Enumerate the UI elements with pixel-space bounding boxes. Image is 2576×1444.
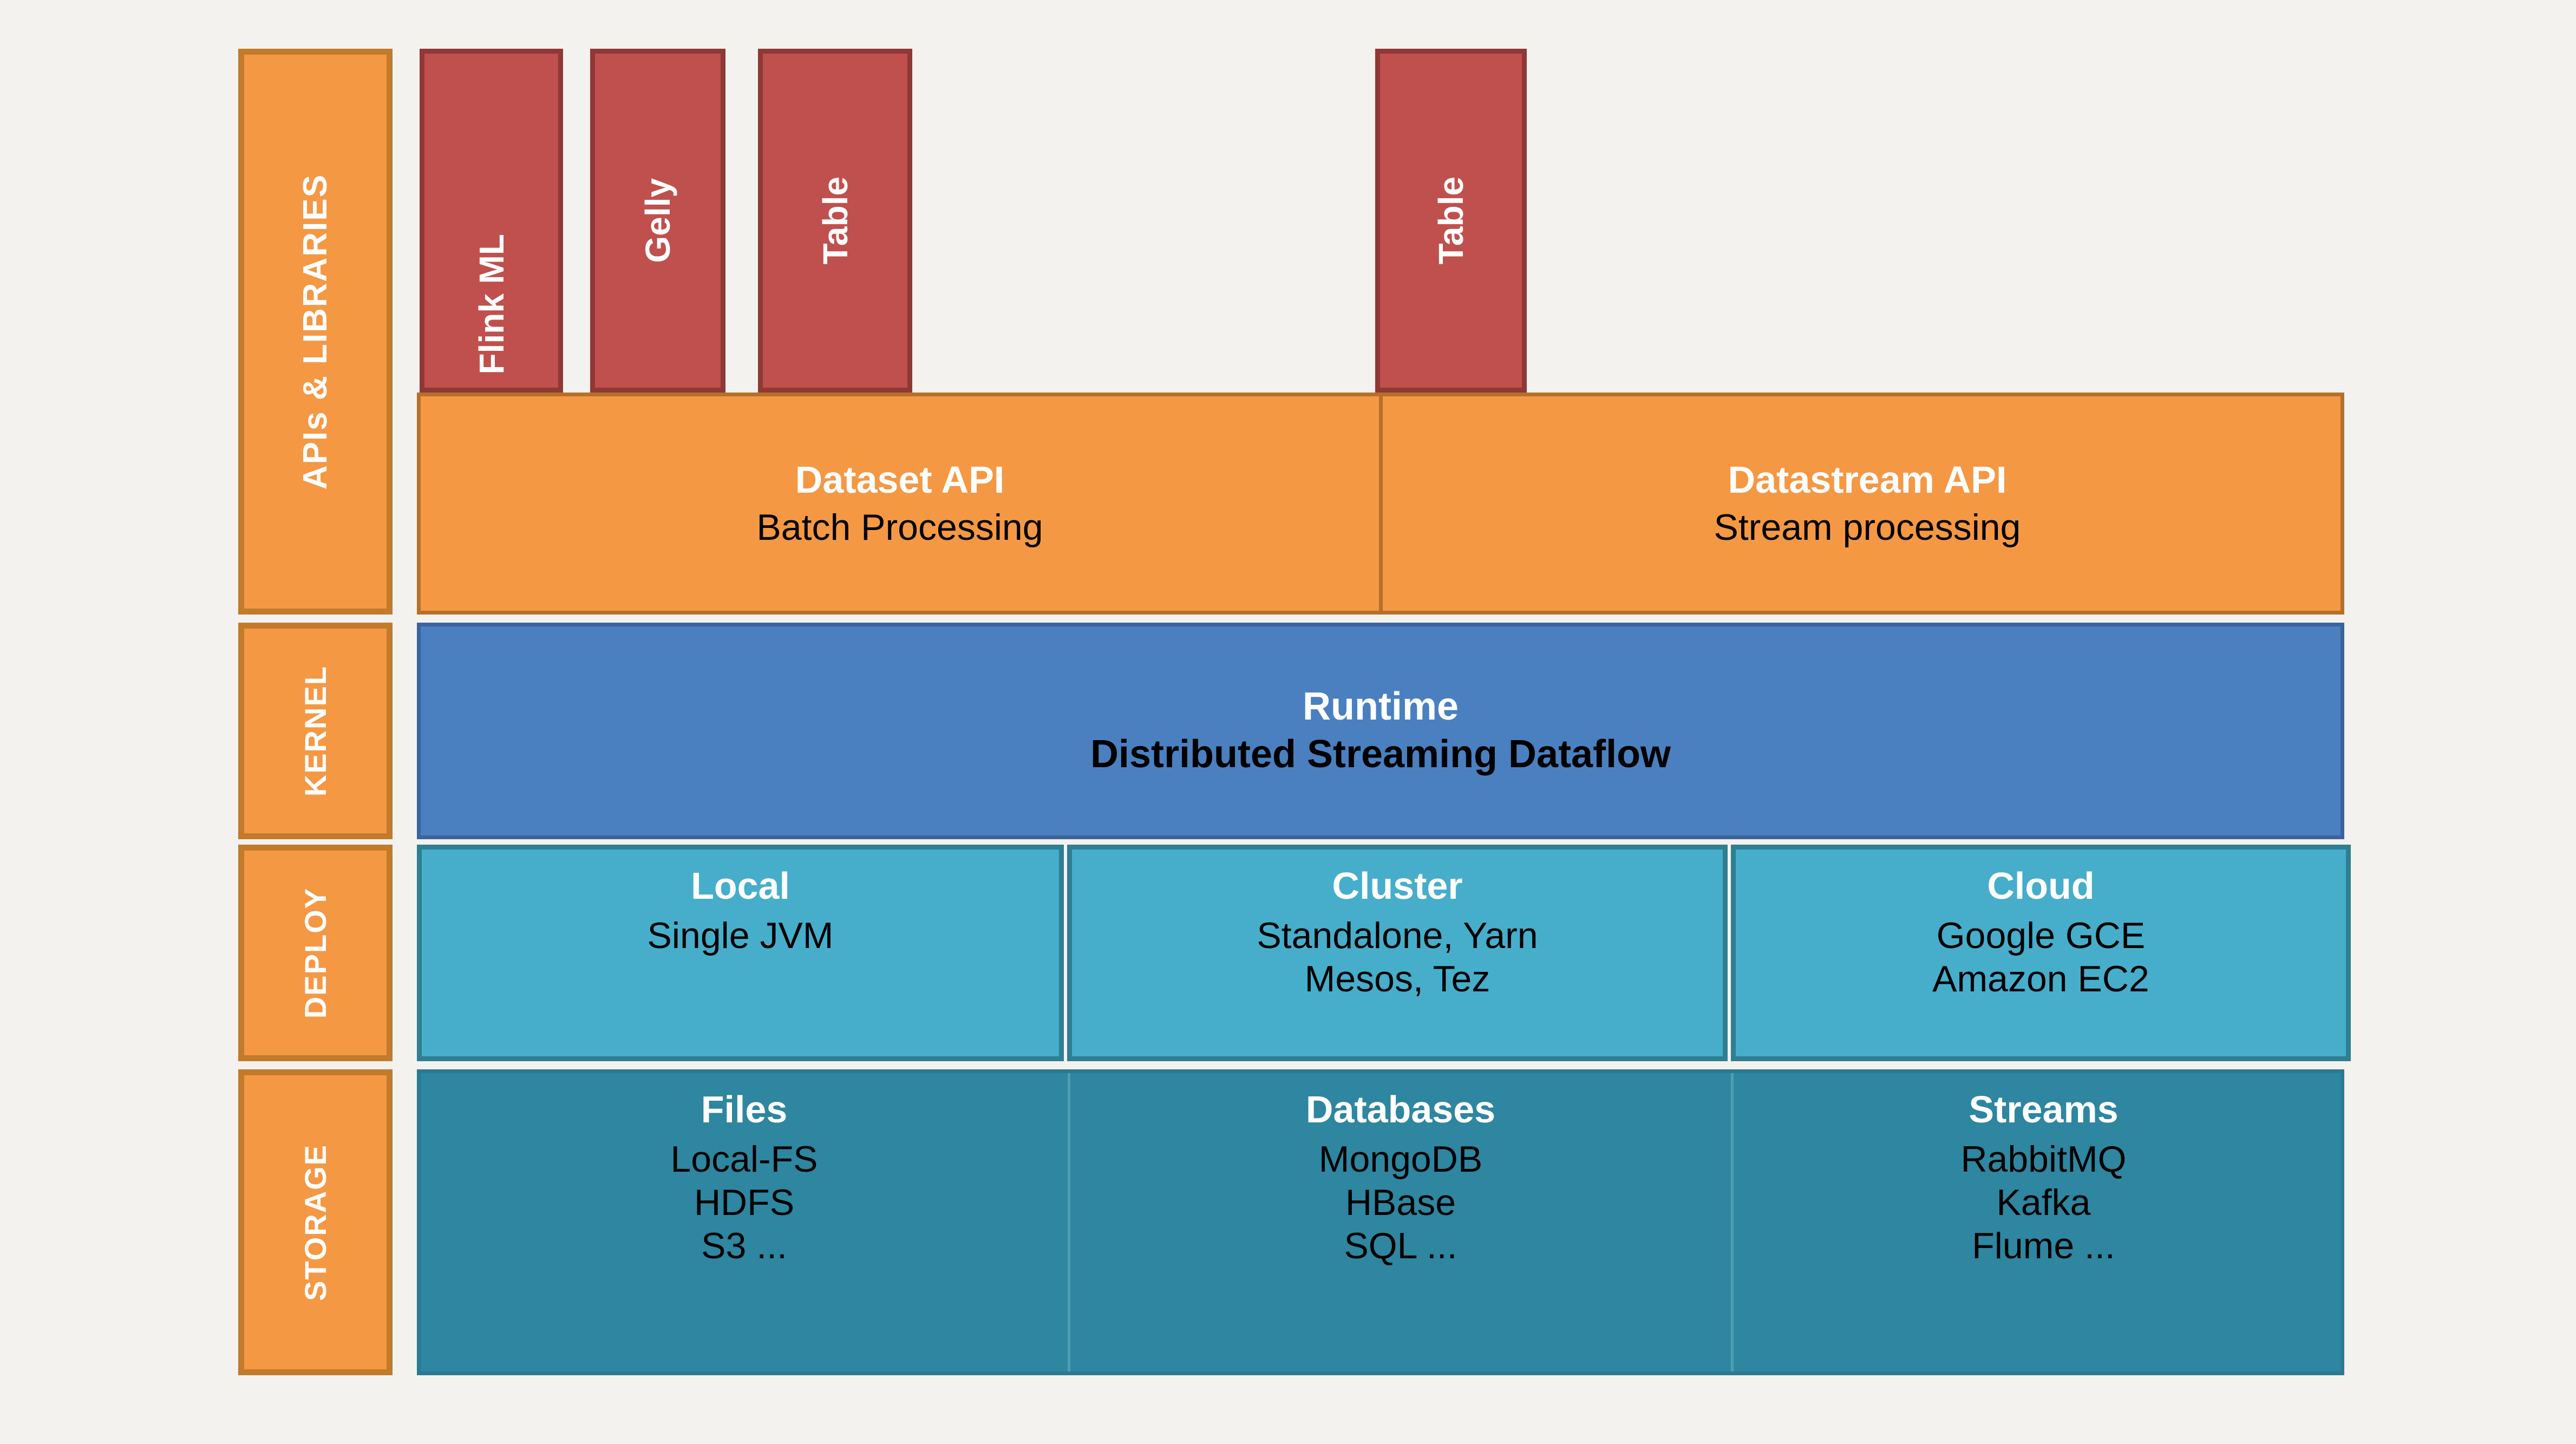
runtime-title: Runtime bbox=[1303, 685, 1459, 729]
rail-kernel: KERNEL bbox=[238, 623, 393, 839]
rail-apis-libraries-label: APIs & LIBRARIES bbox=[297, 173, 334, 490]
library-label: Table bbox=[815, 177, 855, 265]
deploy-cell-line: Amazon EC2 bbox=[1932, 958, 2149, 999]
deploy-cell-title: Cloud bbox=[1987, 865, 2095, 907]
library-label: Flink ML bbox=[472, 234, 511, 375]
deploy-cell-line: Standalone, Yarn bbox=[1257, 914, 1538, 956]
runtime-subtitle: Distributed Streaming Dataflow bbox=[1090, 733, 1671, 776]
storage-cell-line: S3 ... bbox=[701, 1225, 787, 1267]
storage-cell-line: Local-FS bbox=[670, 1138, 818, 1180]
storage-cell-line: HDFS bbox=[694, 1181, 795, 1223]
rail-kernel-label: KERNEL bbox=[298, 665, 332, 797]
library-box-4: Table bbox=[1375, 49, 1527, 393]
storage-cell-line: Kafka bbox=[1996, 1181, 2091, 1223]
library-box-1: Flink ML bbox=[420, 49, 563, 393]
storage-cell-line: SQL ... bbox=[1344, 1225, 1457, 1267]
api-cell-title: Dataset API bbox=[795, 458, 1005, 501]
library-box-3: Table bbox=[758, 49, 912, 393]
deploy-cell-line: Mesos, Tez bbox=[1304, 958, 1490, 999]
deploy-cell-line: Google GCE bbox=[1936, 914, 2146, 956]
deploy-cell-title: Cluster bbox=[1332, 865, 1463, 907]
dataset-api-cell: Dataset API Batch Processing bbox=[421, 396, 1379, 611]
storage-cell-title: Databases bbox=[1305, 1088, 1496, 1131]
rail-storage: STORAGE bbox=[238, 1069, 393, 1375]
storage-cell-line: Flume ... bbox=[1972, 1225, 2115, 1267]
rail-deploy-label: DEPLOY bbox=[298, 887, 332, 1019]
library-label: Table bbox=[1431, 177, 1470, 265]
api-cell-title: Datastream API bbox=[1728, 458, 2007, 501]
library-label: Gelly bbox=[638, 178, 677, 263]
storage-cell-line: MongoDB bbox=[1318, 1138, 1483, 1180]
storage-cell-line: HBase bbox=[1345, 1181, 1456, 1223]
library-box-2: Gelly bbox=[590, 49, 725, 393]
rail-storage-label: STORAGE bbox=[298, 1144, 332, 1301]
deploy-cell-title: Local bbox=[691, 865, 790, 907]
deploy-cell-line: Single JVM bbox=[647, 914, 834, 956]
api-cell-subtitle: Batch Processing bbox=[756, 507, 1043, 548]
api-cell-subtitle: Stream processing bbox=[1714, 507, 2021, 548]
storage-cell-title: Streams bbox=[1969, 1088, 2119, 1131]
rail-deploy: DEPLOY bbox=[238, 845, 393, 1061]
storage-cell-line: RabbitMQ bbox=[1960, 1138, 2127, 1180]
datastream-api-cell: Datastream API Stream processing bbox=[1379, 396, 2352, 611]
api-band: Dataset API Batch Processing Datastream AP… bbox=[417, 393, 2344, 615]
rail-apis-libraries: APIs & LIBRARIES bbox=[238, 49, 393, 615]
storage-cell-title: Files bbox=[701, 1088, 788, 1131]
